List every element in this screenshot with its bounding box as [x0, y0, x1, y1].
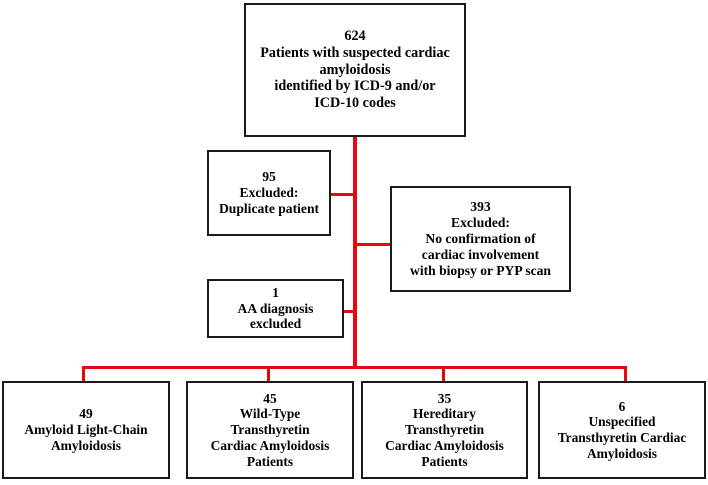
node-identified-patients-label: 624 Patients with suspected cardiac amyl…	[260, 28, 450, 111]
node-identified-patients: 624 Patients with suspected cardiac amyl…	[244, 3, 466, 137]
node-outcome-unspecified-transthyretin-label: 6 Unspecified Transthyretin Cardiac Amyl…	[557, 398, 687, 461]
connector-drop-al	[82, 366, 85, 382]
connector-drop-wtattr	[267, 366, 270, 382]
connector-distribution-bar	[82, 366, 627, 369]
node-excluded-duplicate-label: 95 Excluded: Duplicate patient	[218, 169, 320, 216]
node-outcome-wild-type-transthyretin-label: 45 Wild-Type Transthyretin Cardiac Amylo…	[210, 390, 330, 469]
connector-to-duplicate	[330, 193, 355, 196]
node-outcome-amyloid-light-chain-label: 49 Amyloid Light-Chain Amyloidosis	[24, 406, 148, 453]
connector-to-no-confirmation	[355, 243, 391, 246]
node-outcome-unspecified-transthyretin: 6 Unspecified Transthyretin Cardiac Amyl…	[538, 381, 706, 479]
connector-spine-vertical	[353, 137, 357, 369]
connector-to-aa-excluded	[343, 310, 356, 313]
node-excluded-no-confirmation: 393 Excluded: No confirmation of cardiac…	[390, 186, 571, 292]
node-outcome-hereditary-transthyretin-label: 35 Hereditary Transthyretin Cardiac Amyl…	[385, 390, 504, 469]
connector-drop-hattr	[442, 366, 445, 382]
node-outcome-wild-type-transthyretin: 45 Wild-Type Transthyretin Cardiac Amylo…	[186, 381, 354, 479]
node-outcome-amyloid-light-chain: 49 Amyloid Light-Chain Amyloidosis	[2, 381, 170, 479]
node-outcome-hereditary-transthyretin: 35 Hereditary Transthyretin Cardiac Amyl…	[361, 381, 528, 479]
node-excluded-no-confirmation-label: 393 Excluded: No confirmation of cardiac…	[410, 199, 551, 278]
node-excluded-duplicate: 95 Excluded: Duplicate patient	[207, 150, 331, 236]
connector-drop-unspecified	[624, 366, 627, 382]
node-excluded-aa-diagnosis: 1 AA diagnosis excluded	[207, 279, 344, 338]
node-excluded-aa-diagnosis-label: 1 AA diagnosis excluded	[237, 284, 314, 332]
